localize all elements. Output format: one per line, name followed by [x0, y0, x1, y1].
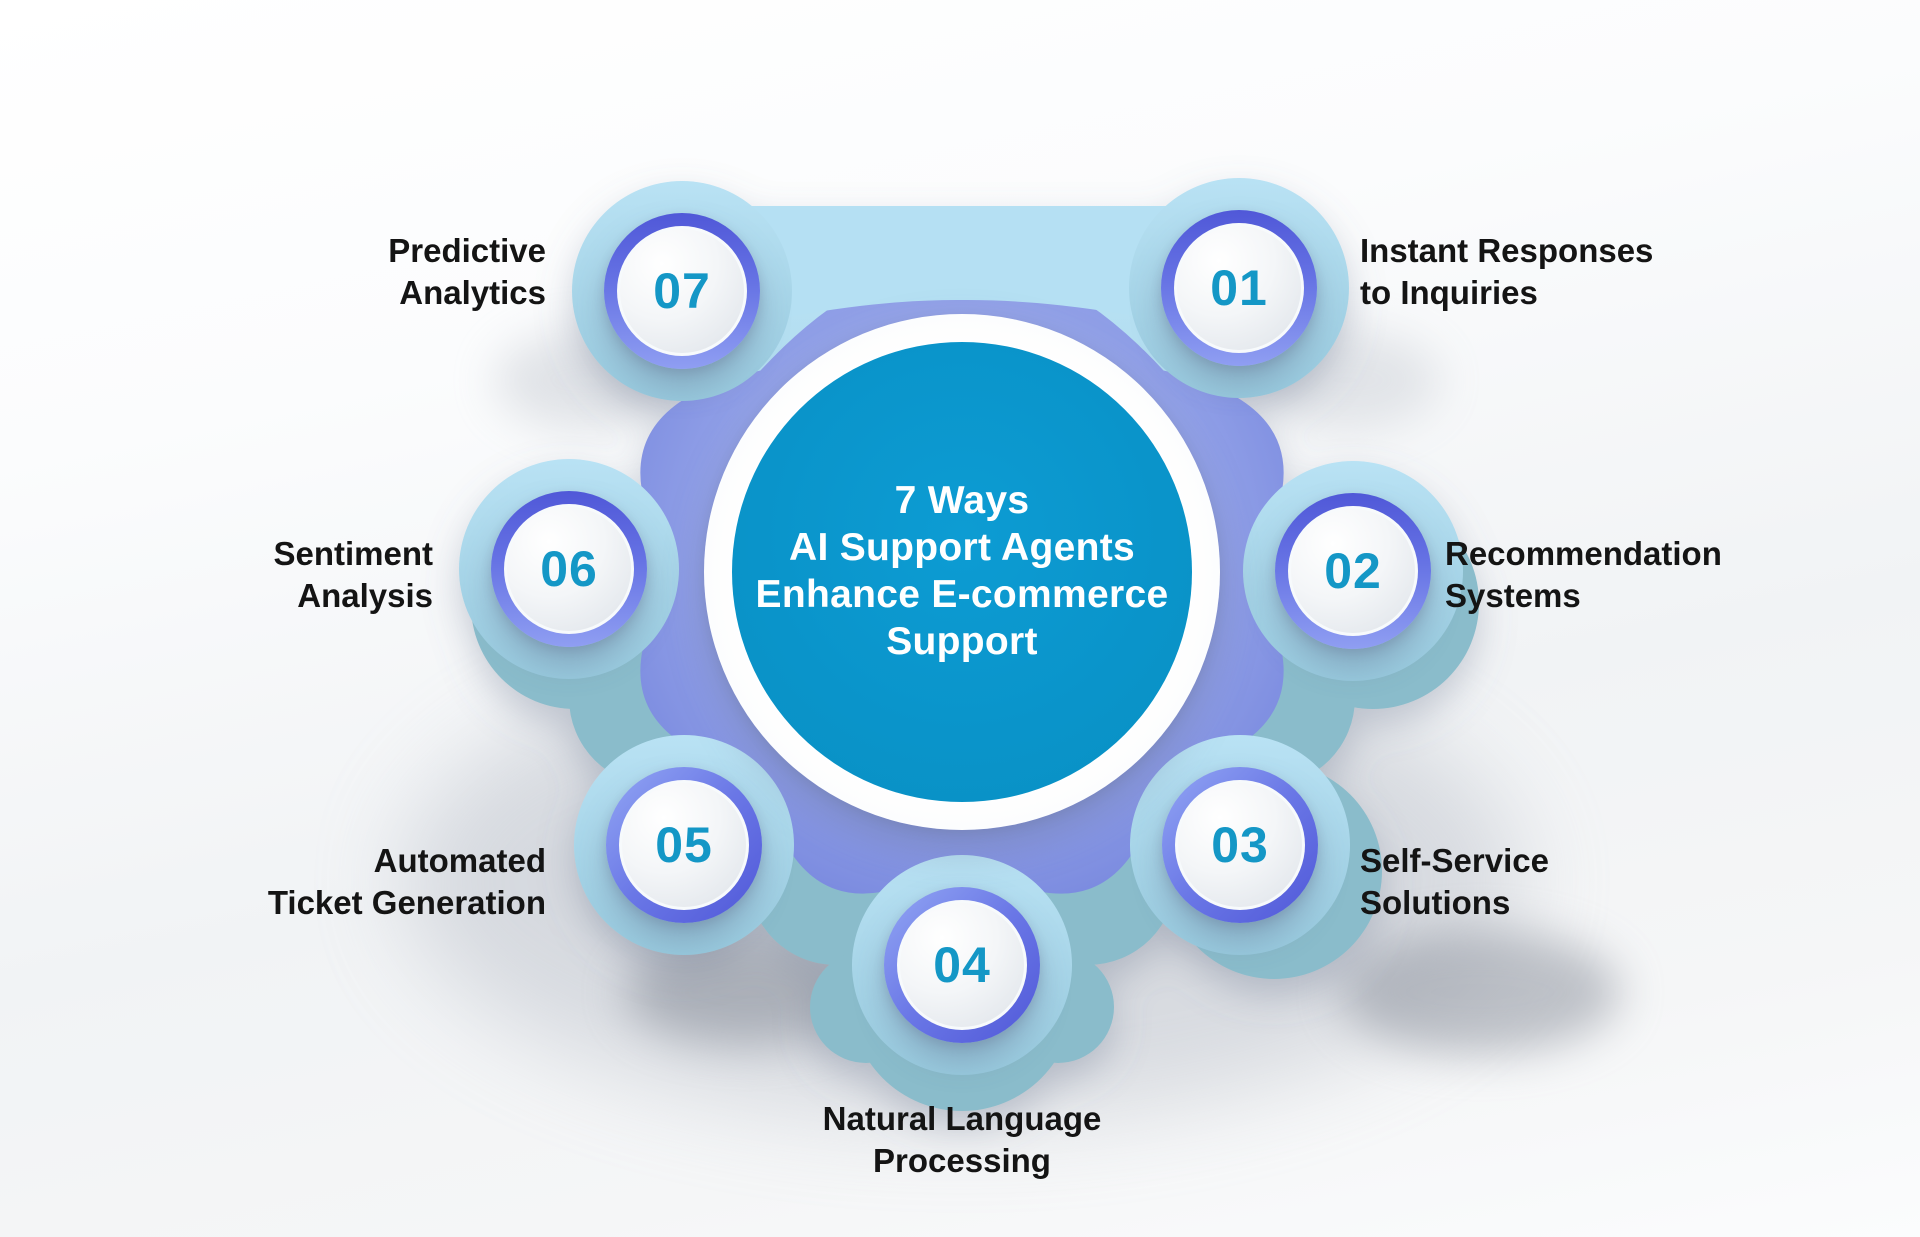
- node-05-face: 05: [622, 783, 746, 907]
- node-06-face: 06: [507, 507, 631, 631]
- node-02-face: 02: [1291, 509, 1415, 633]
- node-02: 02: [1275, 493, 1431, 649]
- label-05: Automated Ticket Generation: [267, 842, 546, 922]
- node-03-number: 03: [1211, 817, 1269, 873]
- node-06: 06: [491, 491, 647, 647]
- node-05-gap: 05: [619, 780, 749, 910]
- node-01-number: 01: [1210, 260, 1268, 316]
- label-03: Self-Service Solutions: [1360, 842, 1549, 922]
- node-02-gap: 02: [1288, 506, 1418, 636]
- node-07-number: 07: [653, 263, 711, 319]
- node-04-number: 04: [933, 937, 991, 993]
- node-07-face: 07: [620, 229, 744, 353]
- shadow-right: [1340, 930, 1620, 1054]
- node-03: 03: [1162, 767, 1318, 923]
- node-01-gap: 01: [1174, 223, 1304, 353]
- center-circle: 7 Ways AI Support Agents Enhance E-comme…: [732, 342, 1192, 802]
- node-04-face: 04: [900, 903, 1024, 1027]
- label-02: Recommendation Systems: [1445, 535, 1722, 615]
- shadow-left: [625, 940, 865, 1044]
- label-01: Instant Responses to Inquiries: [1360, 232, 1654, 312]
- node-04: 04: [884, 887, 1040, 1043]
- label-06: Sentiment Analysis: [273, 535, 433, 615]
- node-03-face: 03: [1178, 783, 1302, 907]
- main-title: 7 Ways AI Support Agents Enhance E-comme…: [755, 479, 1169, 663]
- node-05: 05: [606, 767, 762, 923]
- node-06-gap: 06: [504, 504, 634, 634]
- node-01: 01: [1161, 210, 1317, 366]
- node-07: 07: [604, 213, 760, 369]
- node-02-number: 02: [1324, 543, 1382, 599]
- node-04-gap: 04: [897, 900, 1027, 1030]
- node-06-number: 06: [540, 541, 598, 597]
- center-ring: 7 Ways AI Support Agents Enhance E-comme…: [704, 314, 1220, 830]
- node-01-face: 01: [1177, 226, 1301, 350]
- label-07: Predictive Analytics: [388, 232, 546, 312]
- label-04: Natural Language Processing: [822, 1100, 1102, 1180]
- node-03-gap: 03: [1175, 780, 1305, 910]
- node-05-number: 05: [655, 817, 713, 873]
- node-07-gap: 07: [617, 226, 747, 356]
